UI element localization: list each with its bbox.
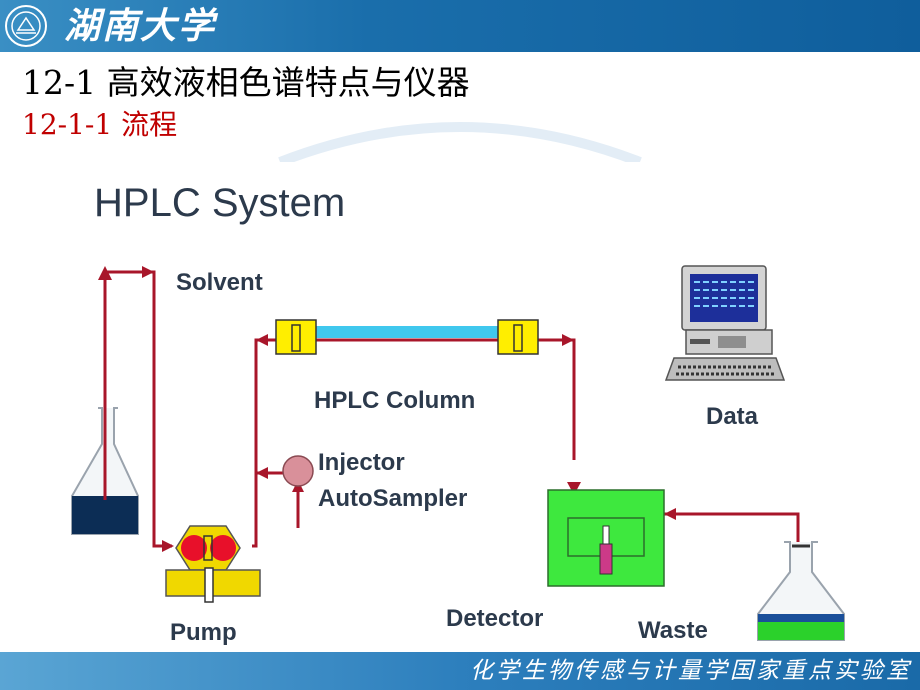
label-pump: Pump bbox=[170, 619, 237, 646]
label-injector: Injector bbox=[318, 449, 405, 476]
label-autosampler: AutoSampler bbox=[318, 485, 467, 512]
label-hplc-column: HPLC Column bbox=[314, 387, 475, 414]
footer-bar: 化学生物传感与计量学国家重点实验室 bbox=[0, 652, 920, 690]
hplc-diagram: HPLC System bbox=[68, 162, 846, 650]
slide-title: 12-1 高效液相色谱特点与仪器 bbox=[22, 63, 470, 102]
hplc-column-icon bbox=[275, 319, 539, 355]
detector-icon bbox=[547, 489, 665, 587]
label-data: Data bbox=[706, 403, 759, 430]
label-waste: Waste bbox=[638, 617, 708, 644]
solvent-liquid bbox=[72, 496, 138, 534]
pump-icon bbox=[165, 525, 261, 603]
header-bar: 湖南大学 bbox=[0, 0, 920, 52]
university-name-logo: 湖南大学 bbox=[64, 5, 217, 47]
flow-arrowheads bbox=[98, 266, 804, 618]
diagram-title: HPLC System bbox=[94, 181, 345, 225]
label-solvent: Solvent bbox=[176, 269, 263, 296]
computer-icon bbox=[664, 265, 786, 381]
lab-name: 化学生物传感与计量学国家重点实验室 bbox=[470, 658, 912, 684]
label-detector: Detector bbox=[446, 605, 543, 632]
slide-subtitle: 12-1-1 流程 bbox=[22, 108, 178, 141]
waste-flask-icon bbox=[757, 541, 845, 641]
waste-liquid bbox=[758, 622, 844, 640]
university-seal-icon bbox=[5, 5, 47, 47]
injector-icon bbox=[282, 455, 314, 487]
